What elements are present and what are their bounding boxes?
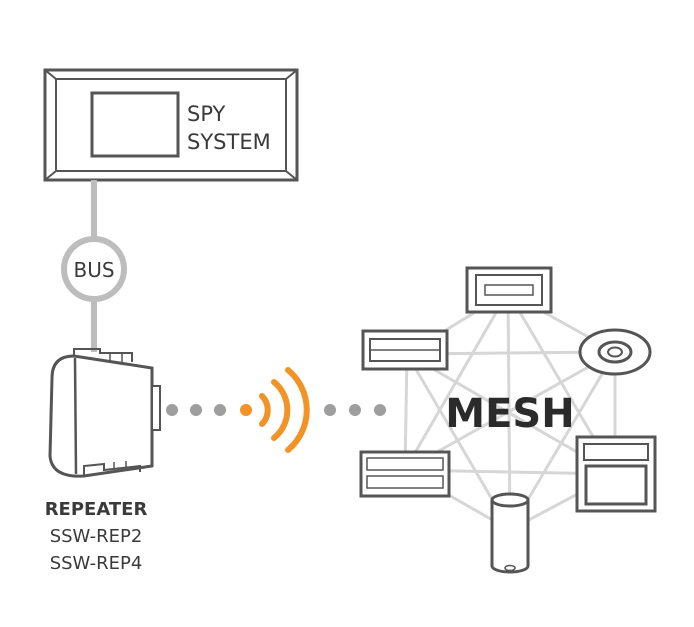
link-dot [324,404,336,416]
wireless-link [166,367,386,453]
bus-circle [61,236,127,302]
cylinder-sensor-icon [490,492,530,574]
spy-system-screen [90,91,180,158]
mesh-label: MESH [445,391,574,437]
mesh-device-wall-unit [361,329,449,371]
link-dot [240,404,252,416]
spy-system-label-line1: SPY [187,102,226,126]
mesh-device-panel [465,266,553,314]
mesh-device-box [575,435,657,513]
spy-system-label-line2: SYSTEM [187,130,271,154]
repeater-model-1: SSW-REP2 [50,526,143,547]
bus-connector: BUS [61,180,127,352]
repeater-title: REPEATER [45,499,148,520]
link-dot [374,404,386,416]
link-dot [190,404,202,416]
link-dot [349,404,361,416]
link-dot [166,404,178,416]
repeater-model-2: SSW-REP4 [50,553,143,574]
mesh-device-rail-unit [359,450,451,498]
bus-label: BUS [73,258,114,282]
ceiling-sensor-icon [578,328,652,376]
spy-system-unit: SPY SYSTEM [43,68,299,182]
wireless-signal-icon [259,367,310,453]
repeater-module-icon [48,348,161,478]
link-dot [214,404,226,416]
